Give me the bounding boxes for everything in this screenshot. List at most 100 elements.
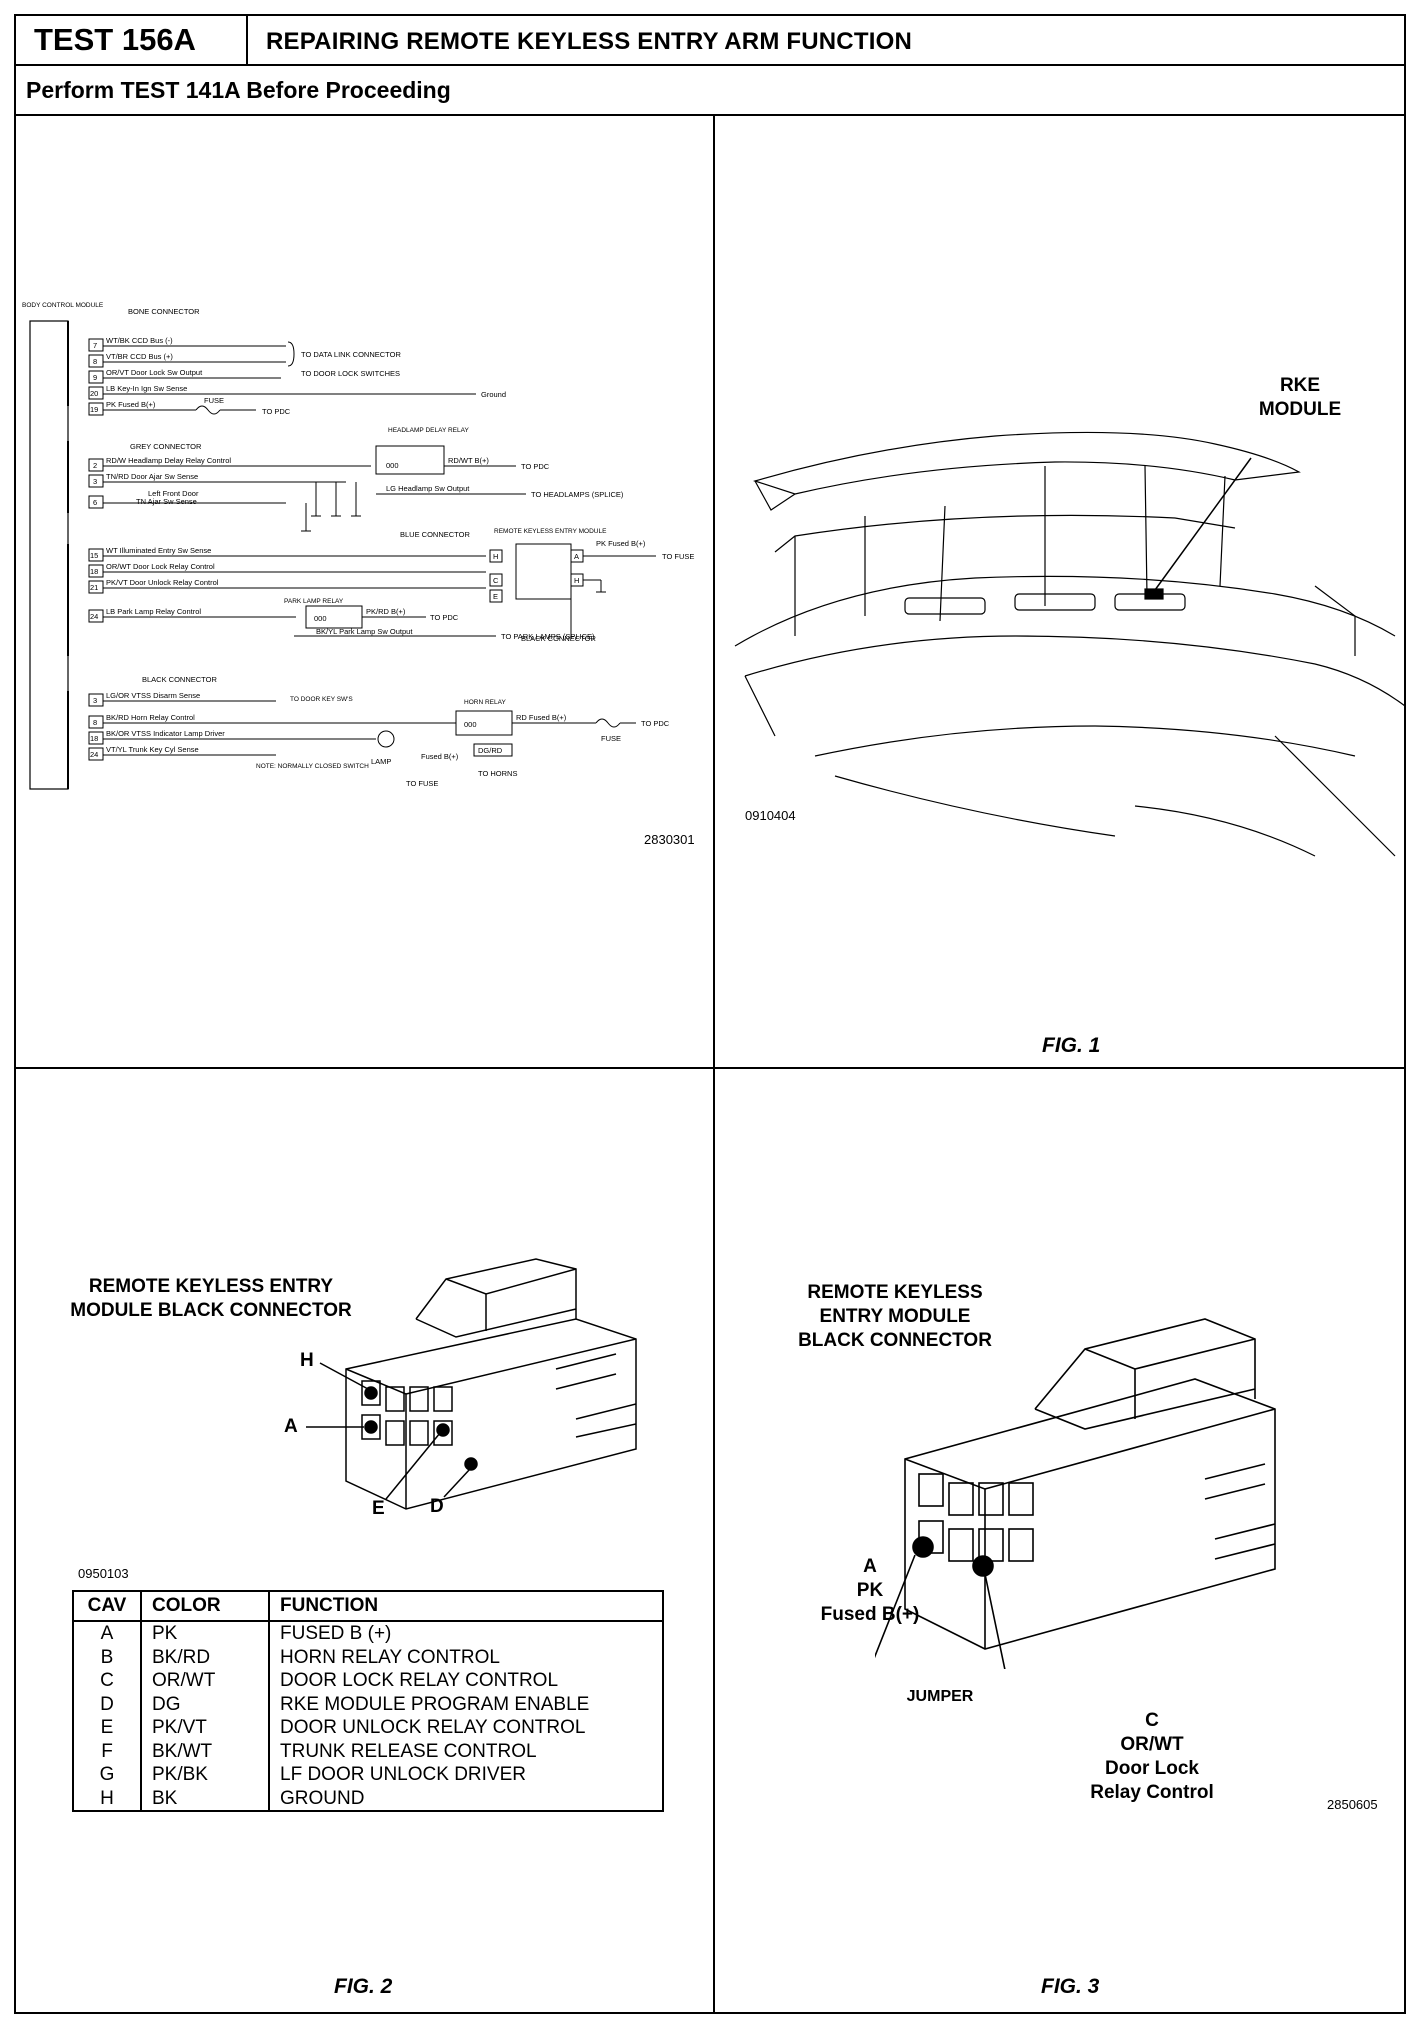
svg-text:20: 20 xyxy=(90,389,98,398)
fig1-image-code: 0910404 xyxy=(745,808,796,823)
bone-connector-rows: 7WT/BK CCD Bus (-) 8VT/BR CCD Bus (+) 9O… xyxy=(88,336,506,416)
fig3-title: REMOTE KEYLESS ENTRY MODULE BLACK CONNEC… xyxy=(798,1282,992,1351)
svg-text:BK/OR VTSS Indicator Lamp Driv: BK/OR VTSS Indicator Lamp Driver xyxy=(106,729,225,738)
fig3-cavities xyxy=(912,1473,1034,1577)
svg-text:Fused B(+): Fused B(+) xyxy=(421,752,459,761)
svg-text:RD/W Headlamp Delay Relay Cont: RD/W Headlamp Delay Relay Control xyxy=(106,456,231,465)
prerequisite-note: Perform TEST 141A Before Proceeding xyxy=(16,66,1404,116)
svg-text:PK Fused B(+): PK Fused B(+) xyxy=(596,539,646,548)
svg-text:21: 21 xyxy=(90,583,98,592)
svg-text:WT/BK CCD Bus (-): WT/BK CCD Bus (-) xyxy=(106,336,173,345)
fig3-connector-drawing xyxy=(875,1318,1276,1669)
svg-text:TO PARK LAMPS (SPLICE): TO PARK LAMPS (SPLICE) xyxy=(501,632,595,641)
rke-module-label: REMOTE KEYLESS ENTRY MODULE xyxy=(494,528,607,535)
svg-text:TN Ajar Sw Sense: TN Ajar Sw Sense xyxy=(136,497,197,506)
svg-text:TO PDC: TO PDC xyxy=(262,407,291,416)
fig3-label: FIG. 3 xyxy=(1041,1975,1100,1998)
grey-connector-label: GREY CONNECTOR xyxy=(130,442,202,451)
svg-text:TO FUSE: TO FUSE xyxy=(662,552,694,561)
svg-text:TO PDC: TO PDC xyxy=(430,613,459,622)
svg-text:3: 3 xyxy=(93,477,97,486)
svg-text:000: 000 xyxy=(314,614,327,623)
svg-text:15: 15 xyxy=(90,551,98,560)
fig3-image-code: 2850605 xyxy=(1327,1797,1378,1812)
svg-text:BK/RD Horn Relay Control: BK/RD Horn Relay Control xyxy=(106,713,195,722)
svg-text:8: 8 xyxy=(93,718,97,727)
svg-text:LB Key-In Ign Sw Sense: LB Key-In Ign Sw Sense xyxy=(106,384,187,393)
test-sheet: TEST 156A REPAIRING REMOTE KEYLESS ENTRY… xyxy=(14,14,1406,2014)
svg-text:A: A xyxy=(574,552,579,561)
svg-text:OR/VT Door Lock Sw Output: OR/VT Door Lock Sw Output xyxy=(106,368,203,377)
svg-text:Left Front Door: Left Front Door xyxy=(148,489,199,498)
schematic-panel: BODY CONTROL MODULE BONE CONNECTOR GREY … xyxy=(16,116,715,1069)
svg-text:PARK LAMP RELAY: PARK LAMP RELAY xyxy=(284,598,344,605)
svg-text:LAMP: LAMP xyxy=(371,757,391,766)
fig2-connector-drawing xyxy=(306,1258,637,1510)
vehicle-rear-illustration xyxy=(734,431,1404,857)
fig2-pin-d: D xyxy=(430,1496,444,1517)
svg-text:LB Park Lamp Relay Control: LB Park Lamp Relay Control xyxy=(106,607,201,616)
svg-text:FUSE: FUSE xyxy=(204,396,224,405)
black-connector-label: BLACK CONNECTOR xyxy=(142,675,217,684)
test-id: TEST 156A xyxy=(16,16,248,64)
svg-text:FUSE: FUSE xyxy=(601,734,621,743)
svg-text:8: 8 xyxy=(93,357,97,366)
fig2-pin-h: H xyxy=(300,1350,314,1371)
svg-text:9: 9 xyxy=(93,373,97,382)
svg-text:TO PDC: TO PDC xyxy=(521,462,550,471)
svg-text:BLUE CONNECTOR: BLUE CONNECTOR xyxy=(400,530,470,539)
svg-text:TN/RD Door Ajar Sw Sense: TN/RD Door Ajar Sw Sense xyxy=(106,472,198,481)
svg-text:TO HORNS: TO HORNS xyxy=(478,769,517,778)
svg-text:LG/OR VTSS Disarm Sense: LG/OR VTSS Disarm Sense xyxy=(106,691,200,700)
svg-text:RD Fused B(+): RD Fused B(+) xyxy=(516,713,567,722)
svg-text:C: C xyxy=(493,576,499,585)
headlamp-relay-label: HEADLAMP DELAY RELAY xyxy=(388,427,469,434)
wiring-schematic: BODY CONTROL MODULE BONE CONNECTOR GREY … xyxy=(22,302,694,790)
svg-text:TO DOOR KEY SW'S: TO DOOR KEY SW'S xyxy=(290,696,353,703)
fig3-pin-c-label: C OR/WT Door Lock Relay Control xyxy=(1090,1710,1214,1803)
bcm-label: BODY CONTROL MODULE xyxy=(22,302,104,309)
fig2-title: REMOTE KEYLESS ENTRY MODULE BLACK CONNEC… xyxy=(70,1276,352,1321)
fig2-cavities xyxy=(361,1380,478,1471)
svg-text:HORN RELAY: HORN RELAY xyxy=(464,699,506,706)
svg-text:000: 000 xyxy=(464,720,477,729)
svg-text:7: 7 xyxy=(93,341,97,350)
svg-text:000: 000 xyxy=(386,461,399,470)
svg-text:6: 6 xyxy=(93,498,97,507)
fig2-label: FIG. 2 xyxy=(334,1975,393,1998)
to-door-lock-switches: TO DOOR LOCK SWITCHES xyxy=(301,369,400,378)
svg-text:TO FUSE: TO FUSE xyxy=(406,779,438,788)
to-data-link: TO DATA LINK CONNECTOR xyxy=(301,350,401,359)
bone-connector-label: BONE CONNECTOR xyxy=(128,307,200,316)
svg-text:OR/WT Door Lock Relay Control: OR/WT Door Lock Relay Control xyxy=(106,562,215,571)
svg-text:RD/WT B(+): RD/WT B(+) xyxy=(448,456,489,465)
page-title: REPAIRING REMOTE KEYLESS ENTRY ARM FUNCT… xyxy=(266,28,912,55)
body-control-module-box xyxy=(29,320,69,790)
fig2-pin-a: A xyxy=(284,1416,298,1437)
svg-text:WT Illuminated Entry Sw Sense: WT Illuminated Entry Sw Sense xyxy=(106,546,211,555)
svg-text:DG/RD: DG/RD xyxy=(478,746,503,755)
svg-text:BK/YL Park Lamp Sw Output: BK/YL Park Lamp Sw Output xyxy=(316,627,413,636)
svg-text:NOTE: NORMALLY CLOSED SWITCH: NOTE: NORMALLY CLOSED SWITCH xyxy=(256,763,369,770)
svg-text:PK Fused B(+): PK Fused B(+) xyxy=(106,400,156,409)
svg-text:2: 2 xyxy=(93,461,97,470)
svg-text:18: 18 xyxy=(90,734,98,743)
svg-text:PK/RD B(+): PK/RD B(+) xyxy=(366,607,406,616)
fig2-pin-e: E xyxy=(372,1498,385,1519)
rke-module-callout: RKE MODULE xyxy=(1258,375,1342,420)
svg-text:LG Headlamp Sw Output: LG Headlamp Sw Output xyxy=(386,484,470,493)
cavity-table-header: CAV COLOR FUNCTION xyxy=(73,1591,663,1622)
fig2-panel: REMOTE KEYLESS ENTRY MODULE BLACK CONNEC… xyxy=(16,1069,715,2012)
svg-text:H: H xyxy=(493,552,498,561)
svg-text:Ground: Ground xyxy=(481,390,506,399)
svg-text:PK/VT Door Unlock Relay Contro: PK/VT Door Unlock Relay Control xyxy=(106,578,219,587)
svg-text:TO HEADLAMPS (SPLICE): TO HEADLAMPS (SPLICE) xyxy=(531,490,624,499)
